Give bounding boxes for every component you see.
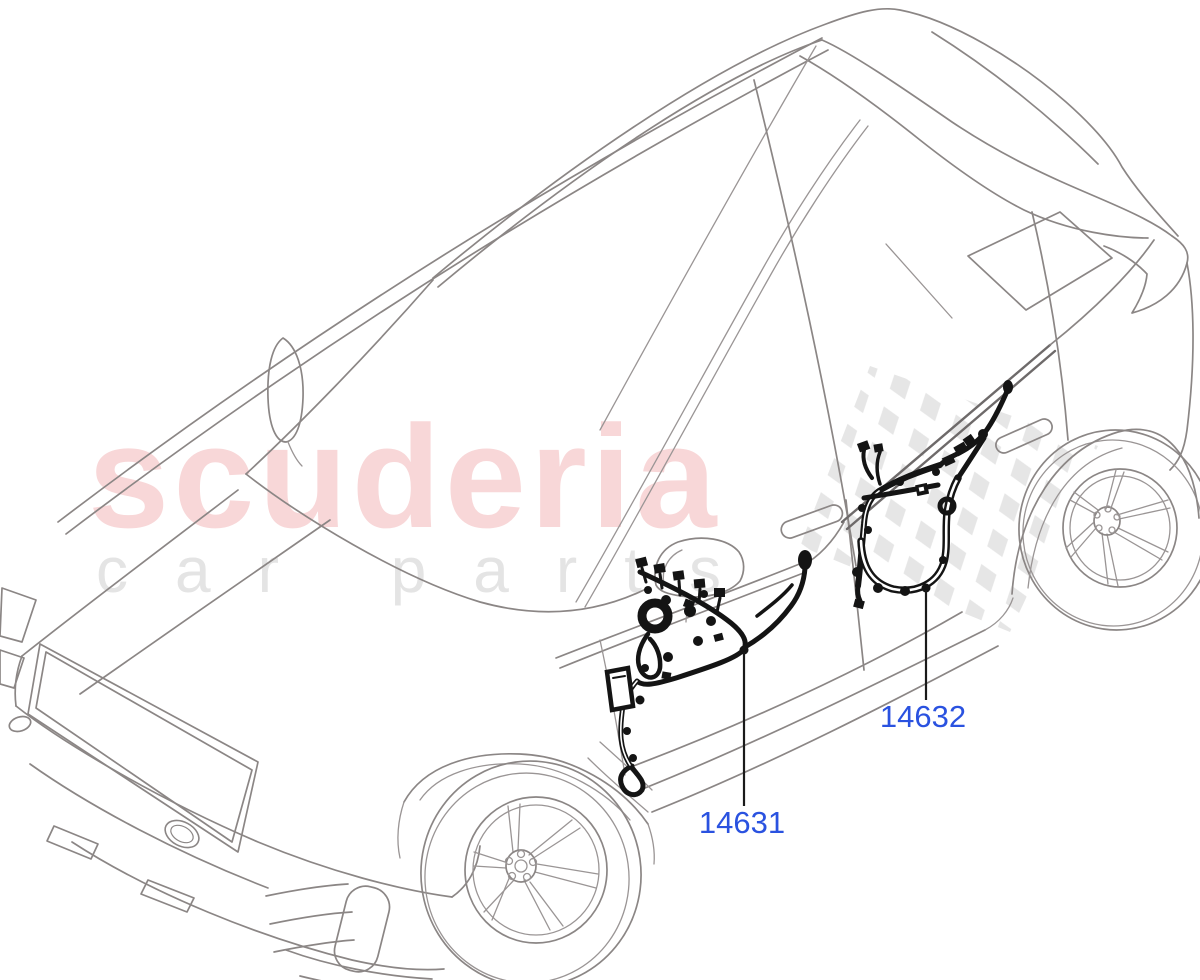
headlamp-sliver-2 (0, 649, 25, 689)
a-pillar-outer (57, 37, 823, 523)
callout-anchor-14631 (739, 645, 749, 655)
windshield-left-edge (245, 279, 434, 475)
front-wheel-arch (403, 752, 649, 825)
watermark: scuderia car parts (88, 366, 1098, 632)
cowl-line (245, 473, 649, 613)
bumper-step-2 (140, 879, 195, 913)
front-door-harness (604, 550, 812, 798)
front-wheel-spokes (473, 803, 599, 931)
rear-door-shutline (1031, 211, 1069, 441)
far-a-pillar-1 (575, 119, 861, 603)
rear-wheel-spokes (1065, 469, 1171, 587)
bumper-step-1 (46, 825, 99, 860)
part-callouts: 14631 14632 (699, 590, 966, 840)
grille-mesh (35, 651, 253, 843)
roof-silhouette (432, 7, 1179, 279)
hood-crease (79, 519, 331, 695)
part-label-14632[interactable]: 14632 (880, 699, 966, 734)
grille-surround (27, 643, 259, 853)
callout-anchor-14632 (921, 583, 931, 593)
bumper-mid (29, 763, 269, 889)
through-glass-rail (599, 45, 817, 431)
door-bottom-line (627, 611, 963, 769)
front-arch-end-left (397, 801, 405, 859)
fog-lamp (333, 885, 391, 973)
quarter-sill (1049, 239, 1155, 346)
headlamp-sliver-1 (0, 587, 37, 643)
rear-wheel (1018, 429, 1200, 631)
front-door-shutline (845, 499, 865, 671)
harness-connectors (858, 468, 947, 596)
rear-corner (1169, 262, 1194, 471)
a-pillar-inner (65, 49, 829, 535)
rear-door-handle (995, 418, 1053, 454)
brand-badge (164, 819, 200, 849)
rear-wheel-arch-inner (1027, 447, 1123, 589)
harness-connector-stubs (635, 556, 725, 614)
far-mirror-stalk (287, 441, 303, 467)
rocker-line-1 (639, 629, 986, 791)
fog-strake-3 (273, 939, 355, 953)
watermark-tagline-text: car parts (96, 534, 768, 606)
harness-connectors (623, 586, 724, 762)
c-pillar-diagonal (885, 243, 953, 319)
bumper-corner (451, 845, 481, 898)
washer-jet (8, 715, 32, 733)
rear-door-harness (852, 380, 1013, 610)
bumper-top (15, 705, 453, 898)
roof-rail (437, 39, 823, 288)
front-wheel (420, 760, 642, 980)
harness-ring (937, 496, 957, 516)
skid-plate-1 (285, 949, 433, 980)
rocker-line-2 (651, 645, 999, 813)
far-mirror (267, 337, 304, 443)
tail-lamp (1103, 235, 1189, 314)
bumper-lower (71, 841, 445, 971)
harness-door-bracket (604, 665, 636, 713)
far-a-pillar-2 (584, 125, 869, 608)
front-arch-end-right (647, 823, 655, 865)
vehicle-line-art (0, 7, 1200, 980)
d-pillar-band-upper (821, 39, 1173, 237)
skid-plate-2 (299, 975, 322, 980)
front-wheel-arch-inner (419, 763, 631, 821)
connector (1003, 380, 1013, 394)
rocker-end (984, 597, 1014, 631)
fog-strake-1 (265, 883, 349, 897)
d-pillar-band-lower (799, 55, 1149, 239)
rear-sill-2 (845, 349, 1057, 531)
rear-glass-edge (931, 31, 1099, 165)
beltline-front-1 (555, 562, 803, 659)
front-door-handle (780, 504, 844, 539)
rear-wheel-arch (1011, 428, 1200, 595)
hood-edge (21, 489, 239, 657)
harness-grommet-ring (637, 598, 673, 634)
part-label-14631[interactable]: 14631 (699, 805, 785, 840)
beltline-front-2 (559, 571, 807, 669)
fog-strake-2 (269, 911, 353, 925)
b-pillar (753, 79, 857, 567)
connector (798, 550, 812, 570)
quarter-glass (967, 211, 1113, 311)
